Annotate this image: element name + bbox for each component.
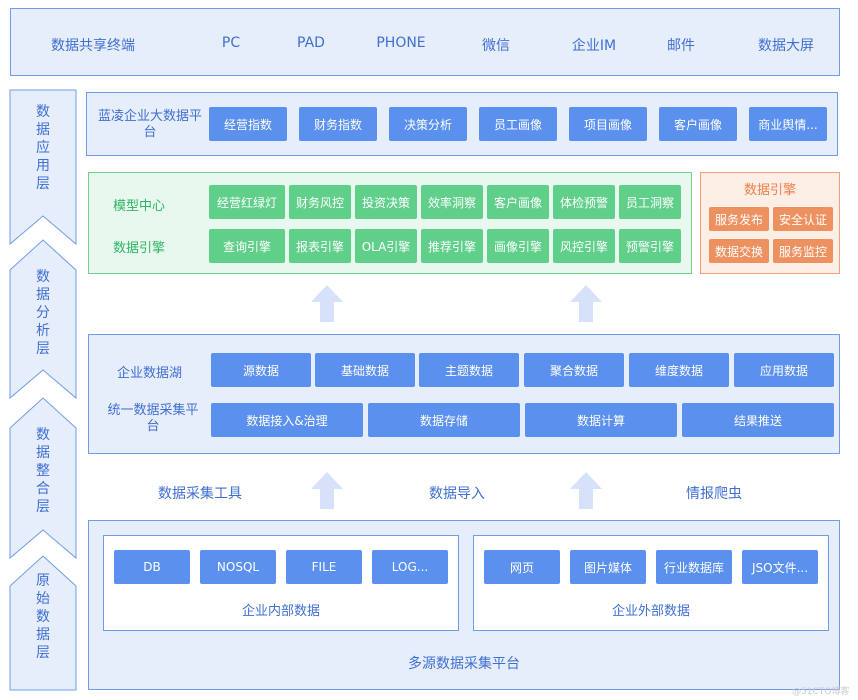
- app-item-2[interactable]: 财务指数: [299, 107, 377, 141]
- layer-label-application: 数据应用层: [36, 104, 50, 192]
- collect-item-3[interactable]: 数据计算: [525, 403, 677, 437]
- watermark: @51CTO博客: [792, 687, 850, 697]
- lake-item-5[interactable]: 维度数据: [629, 353, 729, 387]
- external-data-panel: 网页 图片媒体 行业数据库 JSO文件... 企业外部数据: [473, 535, 829, 631]
- app-item-5[interactable]: 项目画像: [569, 107, 647, 141]
- external-item-2[interactable]: 图片媒体: [570, 550, 646, 584]
- model-item-3[interactable]: 投资决策: [355, 185, 417, 219]
- model-engine-panel: 模型中心 数据引擎 经营红绿灯 财务风控 投资决策 效率洞察 客户画像 体检预警…: [88, 172, 692, 274]
- engine-item-1[interactable]: 查询引擎: [209, 229, 285, 263]
- external-item-1[interactable]: 网页: [484, 550, 560, 584]
- app-item-1[interactable]: 经营指数: [209, 107, 287, 141]
- model-item-1[interactable]: 经营红绿灯: [209, 185, 285, 219]
- internal-item-2[interactable]: NOSQL: [200, 550, 276, 584]
- up-arrow-right-lower: [570, 472, 602, 509]
- side-engine-item-4[interactable]: 服务监控: [773, 239, 833, 263]
- channel-pad: PAD: [297, 35, 325, 51]
- app-item-7[interactable]: 商业舆情...: [749, 107, 827, 141]
- lake-item-4[interactable]: 聚合数据: [524, 353, 624, 387]
- layer-chevron-integration: [9, 397, 77, 560]
- top-bar: 数据共享终端 PC PAD PHONE 微信 企业IM 邮件 数据大屏: [10, 8, 840, 76]
- model-item-6[interactable]: 体检预警: [553, 185, 615, 219]
- application-panel: 蓝凌企业大数据平台 经营指数 财务指数 决策分析 员工画像 项目画像 客户画像 …: [86, 92, 838, 156]
- layer-chevron-raw: [9, 555, 77, 691]
- model-item-2[interactable]: 财务风控: [289, 185, 351, 219]
- internal-item-3[interactable]: FILE: [286, 550, 362, 584]
- engine-item-6[interactable]: 风控引擎: [553, 229, 615, 263]
- channel-phone: PHONE: [376, 35, 426, 51]
- ingest-method-2: 数据导入: [429, 486, 485, 502]
- internal-item-1[interactable]: DB: [114, 550, 190, 584]
- app-item-6[interactable]: 客户画像: [659, 107, 737, 141]
- engine-item-2[interactable]: 报表引擎: [289, 229, 351, 263]
- top-bar-title: 数据共享终端: [51, 38, 135, 54]
- side-engine-item-1[interactable]: 服务发布: [709, 207, 769, 231]
- data-lake-label: 企业数据湖: [117, 366, 183, 381]
- channel-bigscreen: 数据大屏: [758, 38, 814, 54]
- collect-item-1[interactable]: 数据接入&治理: [211, 403, 363, 437]
- lake-item-6[interactable]: 应用数据: [734, 353, 834, 387]
- collect-platform-label: 统一数据采集平台: [107, 403, 199, 434]
- platform-name: 蓝凌企业大数据平台: [97, 109, 202, 140]
- side-engine-item-2[interactable]: 安全认证: [773, 207, 833, 231]
- ingest-method-3: 情报爬虫: [686, 486, 742, 502]
- side-engine-title: 数据引擎: [743, 183, 796, 198]
- lake-item-1[interactable]: 源数据: [211, 353, 311, 387]
- model-item-7[interactable]: 员工洞察: [619, 185, 681, 219]
- lake-item-3[interactable]: 主题数据: [419, 353, 519, 387]
- model-item-5[interactable]: 客户画像: [487, 185, 549, 219]
- channel-wechat: 微信: [482, 38, 510, 54]
- app-item-3[interactable]: 决策分析: [389, 107, 467, 141]
- external-item-3[interactable]: 行业数据库: [656, 550, 732, 584]
- internal-data-panel: DB NOSQL FILE LOG... 企业内部数据: [103, 535, 459, 631]
- engine-item-5[interactable]: 画像引擎: [487, 229, 549, 263]
- side-engine-item-3[interactable]: 数据交换: [709, 239, 769, 263]
- up-arrow-left-upper: [311, 285, 343, 322]
- lake-item-2[interactable]: 基础数据: [315, 353, 415, 387]
- layer-label-analysis: 数据分析层: [36, 269, 50, 357]
- layer-label-integration: 数据整合层: [36, 427, 50, 515]
- multi-source-platform-label: 多源数据采集平台: [408, 656, 520, 672]
- collect-item-4[interactable]: 结果推送: [682, 403, 834, 437]
- engine-item-4[interactable]: 推荐引擎: [421, 229, 483, 263]
- internal-data-label: 企业内部数据: [241, 604, 320, 619]
- channel-email: 邮件: [667, 38, 695, 54]
- up-arrow-left-lower: [311, 472, 343, 509]
- integration-panel: 企业数据湖 统一数据采集平台 源数据 基础数据 主题数据 聚合数据 维度数据 应…: [88, 334, 840, 454]
- channel-pc: PC: [221, 35, 241, 51]
- external-data-label: 企业外部数据: [611, 604, 690, 619]
- app-item-4[interactable]: 员工画像: [479, 107, 557, 141]
- channel-im: 企业IM: [571, 38, 617, 54]
- model-item-4[interactable]: 效率洞察: [421, 185, 483, 219]
- collect-item-2[interactable]: 数据存储: [368, 403, 520, 437]
- data-engine-label: 数据引擎: [113, 241, 166, 256]
- raw-data-panel: DB NOSQL FILE LOG... 企业内部数据 网页 图片媒体 行业数据…: [88, 520, 840, 690]
- up-arrow-right-upper: [570, 285, 602, 322]
- engine-item-7[interactable]: 预警引擎: [619, 229, 681, 263]
- ingest-method-1: 数据采集工具: [158, 486, 242, 502]
- internal-item-4[interactable]: LOG...: [372, 550, 448, 584]
- side-engine-panel: 数据引擎 服务发布 安全认证 数据交换 服务监控: [700, 172, 840, 274]
- engine-item-3[interactable]: OLA引擎: [355, 229, 417, 263]
- model-center-label: 模型中心: [113, 199, 166, 214]
- layer-chevron-analysis: [9, 239, 77, 400]
- external-item-4[interactable]: JSO文件...: [742, 550, 818, 584]
- layer-label-raw: 原始数据层: [36, 573, 50, 661]
- layer-chevron-application: [9, 89, 77, 246]
